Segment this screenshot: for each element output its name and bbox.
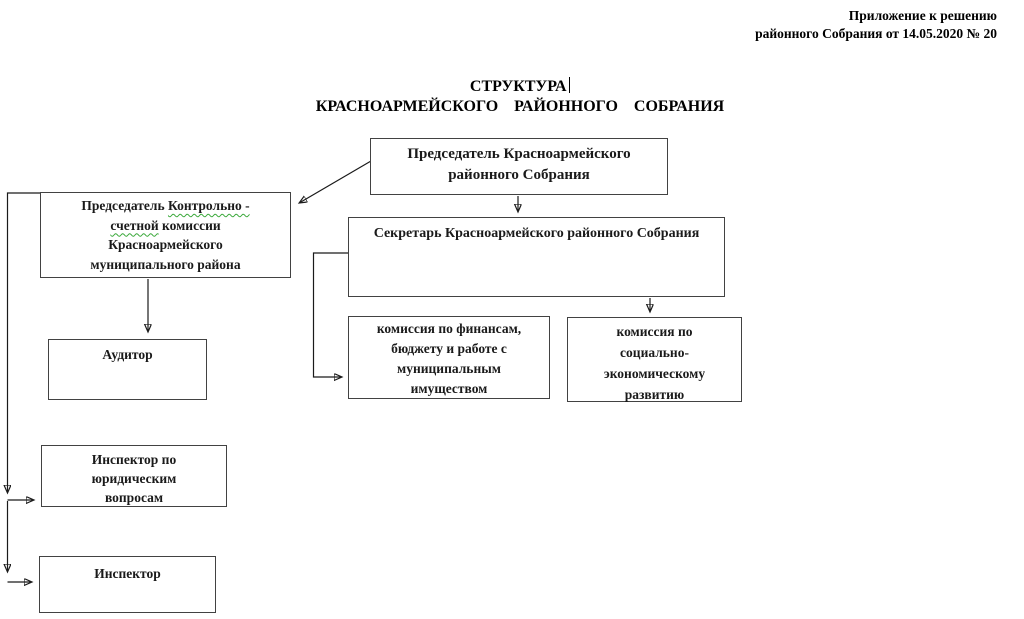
node-finance-label-2: бюджету и работе с <box>391 341 507 356</box>
node-finance-label-3: муниципальным <box>397 361 501 376</box>
node-control-label-3: Красноармейского <box>108 237 223 252</box>
node-legal-inspector[interactable]: Инспектор по юридическим вопросам <box>41 445 227 507</box>
arrow-chairman-to-control-chairman <box>300 160 372 203</box>
title-line-2: КРАСНОАРМЕЙСКОГО РАЙОННОГО СОБРАНИЯ <box>315 98 725 115</box>
node-finance-label-1: комиссия по финансам, <box>376 321 522 336</box>
node-chairman-label-2: районного Собрания <box>448 167 590 183</box>
node-control-label-2a: счетной <box>110 217 159 233</box>
document-title[interactable]: СТРУКТУРА КРАСНОАРМЕЙСКОГО РАЙОННОГО СОБ… <box>262 77 778 117</box>
node-finance-commission[interactable]: комиссия по финансам, бюджету и работе с… <box>348 316 550 399</box>
arrow-secretary-to-finance-commission <box>312 252 348 377</box>
node-legal-label-3: вопросам <box>104 490 164 505</box>
node-legal-label-2: юридическим <box>91 471 177 486</box>
rail-to-legal-inspector <box>8 192 40 492</box>
node-social-label-2: социально- <box>620 345 689 360</box>
annotation-line-2: районного Собрания от 14.05.2020 № 20 <box>755 26 997 41</box>
node-secretary[interactable]: Секретарь Красноармейского районного Соб… <box>348 217 725 297</box>
node-auditor[interactable]: Аудитор <box>48 339 207 400</box>
node-inspector[interactable]: Инспектор <box>39 556 216 613</box>
node-control-label-2b: комиссии <box>158 217 221 233</box>
node-chairman[interactable]: Председатель Красноармейского районного … <box>370 138 668 195</box>
node-control-committee-chairman[interactable]: Председатель Контрольно - счетной комисс… <box>40 192 291 278</box>
node-control-label-1: Председатель Контрольно - <box>41 196 290 216</box>
node-chairman-label-1: Председатель Красноармейского <box>407 146 631 162</box>
text-cursor <box>568 77 571 93</box>
node-social-label-3: экономическому <box>603 366 706 381</box>
node-inspector-label: Инспектор <box>94 566 161 581</box>
node-control-label-2: счетной комиссии <box>41 216 290 236</box>
node-social-label-4: развитию <box>624 387 685 402</box>
node-social-label-1: комиссия по <box>616 324 693 339</box>
document-annotation[interactable]: Приложение к решению районного Собрания … <box>755 7 997 43</box>
annotation-line-1: Приложение к решению <box>848 8 997 23</box>
node-control-label-1b: Контрольно - <box>167 198 250 213</box>
node-control-label-1a: Председатель <box>81 198 168 213</box>
node-control-label-4: муниципального района <box>90 256 241 272</box>
node-auditor-label: Аудитор <box>102 347 153 362</box>
title-line-1: СТРУКТУРА <box>262 77 778 97</box>
node-finance-label-4: имуществом <box>410 381 488 396</box>
node-legal-label-1: Инспектор по <box>91 452 177 467</box>
node-secretary-label: Секретарь Красноармейского районного Соб… <box>373 226 700 241</box>
title-text: СТРУКТУРА <box>469 78 567 95</box>
node-social-commission[interactable]: комиссия по социально- экономическому ра… <box>567 317 742 402</box>
